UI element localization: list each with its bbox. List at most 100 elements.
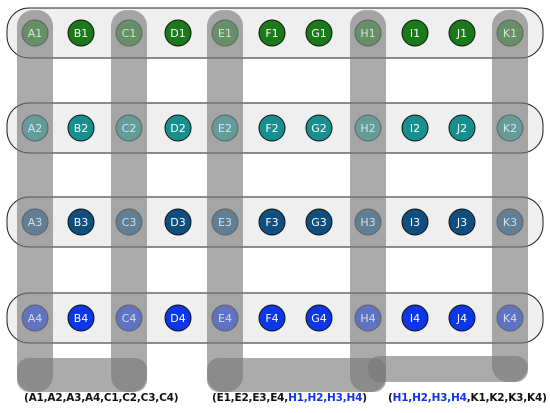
group-2-connector — [207, 358, 386, 392]
group-3-connector — [368, 356, 528, 382]
well-g3: G3 — [305, 208, 333, 236]
well-label: D4 — [170, 312, 185, 325]
well-circle — [496, 114, 524, 142]
well-k2: K2 — [496, 114, 524, 142]
column-band-c — [111, 10, 147, 392]
well-h2: H2 — [354, 114, 382, 142]
well-circle — [164, 19, 192, 47]
well-label: E2 — [218, 122, 232, 135]
group-1-connector — [17, 358, 147, 392]
well-label: D3 — [170, 216, 185, 229]
well-label: I1 — [410, 27, 420, 40]
well-e2: E2 — [211, 114, 239, 142]
well-label: G3 — [311, 216, 327, 229]
well-label: E3 — [218, 216, 232, 229]
column-band-a — [17, 10, 53, 392]
well-label: C3 — [122, 216, 137, 229]
well-circle — [164, 304, 192, 332]
well-label: H2 — [360, 122, 375, 135]
well-circle — [305, 19, 333, 47]
well-k4: K4 — [496, 304, 524, 332]
well-circle — [67, 114, 95, 142]
group-label-3: (H1,H2,H3,H4,K1,K2,K3,K4) — [388, 392, 547, 404]
well-label: F1 — [265, 27, 278, 40]
well-label: G2 — [311, 122, 327, 135]
column-band-h — [350, 10, 386, 392]
well-circle — [354, 304, 382, 332]
label-segment: ( — [388, 392, 393, 404]
well-circle — [21, 304, 49, 332]
well-label: A1 — [28, 27, 43, 40]
well-label: F3 — [265, 216, 278, 229]
well-label: K4 — [503, 312, 517, 325]
well-circle — [115, 114, 143, 142]
well-circle — [164, 208, 192, 236]
well-label: I4 — [410, 312, 420, 325]
well-label: G4 — [311, 312, 327, 325]
well-circle — [211, 208, 239, 236]
well-d2: D2 — [164, 114, 192, 142]
well-label: H1 — [360, 27, 375, 40]
well-circle — [401, 114, 429, 142]
well-label: F2 — [265, 122, 278, 135]
well-circle — [67, 208, 95, 236]
well-e1: E1 — [211, 19, 239, 47]
well-label: C1 — [122, 27, 137, 40]
well-j3: J3 — [448, 208, 476, 236]
well-circle — [305, 208, 333, 236]
well-circle — [305, 114, 333, 142]
well-f2: F2 — [258, 114, 286, 142]
well-circle — [115, 19, 143, 47]
well-label: H3 — [360, 216, 375, 229]
well-i3: I3 — [401, 208, 429, 236]
well-circle — [67, 19, 95, 47]
well-circle — [401, 304, 429, 332]
column-group-bands — [17, 10, 528, 392]
well-label: G1 — [311, 27, 327, 40]
well-circle — [496, 304, 524, 332]
well-label: D1 — [170, 27, 185, 40]
well-circle — [258, 114, 286, 142]
well-d1: D1 — [164, 19, 192, 47]
group-labels: (A1,A2,A3,A4,C1,C2,C3,C4) (E1,E2,E3,E4,H… — [0, 392, 550, 410]
label-segment: ) — [362, 392, 367, 404]
well-circle — [305, 304, 333, 332]
row-bands — [6, 7, 544, 344]
well-g2: G2 — [305, 114, 333, 142]
label-segment: ,K1,K2,K3,K4) — [466, 392, 547, 404]
well-i4: I4 — [401, 304, 429, 332]
well-b4: B4 — [67, 304, 95, 332]
well-a1: A1 — [21, 19, 49, 47]
well-circle — [496, 208, 524, 236]
well-h1: H1 — [354, 19, 382, 47]
well-label: F4 — [265, 312, 278, 325]
well-k1: K1 — [496, 19, 524, 47]
label-segment: (A1,A2,A3,A4,C1,C2,C3,C4) — [24, 392, 179, 404]
well-circle — [401, 19, 429, 47]
well-circle — [448, 19, 476, 47]
well-label: B4 — [74, 312, 89, 325]
group-label-2: (E1,E2,E3,E4,H1,H2,H3,H4) — [212, 392, 367, 404]
well-d4: D4 — [164, 304, 192, 332]
well-label: K1 — [503, 27, 517, 40]
well-label: A2 — [28, 122, 43, 135]
well-circle — [258, 19, 286, 47]
well-g1: G1 — [305, 19, 333, 47]
well-label: B3 — [74, 216, 89, 229]
well-label: D2 — [170, 122, 185, 135]
well-h4: H4 — [354, 304, 382, 332]
well-i2: I2 — [401, 114, 429, 142]
well-label: A3 — [28, 216, 43, 229]
well-i1: I1 — [401, 19, 429, 47]
label-segment: H1,H2,H3,H4 — [288, 392, 363, 404]
well-label: J3 — [456, 216, 467, 229]
well-circle — [401, 208, 429, 236]
well-label: I2 — [410, 122, 420, 135]
well-e4: E4 — [211, 304, 239, 332]
well-label: J2 — [456, 122, 467, 135]
well-g4: G4 — [305, 304, 333, 332]
well-e3: E3 — [211, 208, 239, 236]
well-circle — [21, 19, 49, 47]
well-circle — [115, 208, 143, 236]
group-label-1: (A1,A2,A3,A4,C1,C2,C3,C4) — [24, 392, 178, 404]
